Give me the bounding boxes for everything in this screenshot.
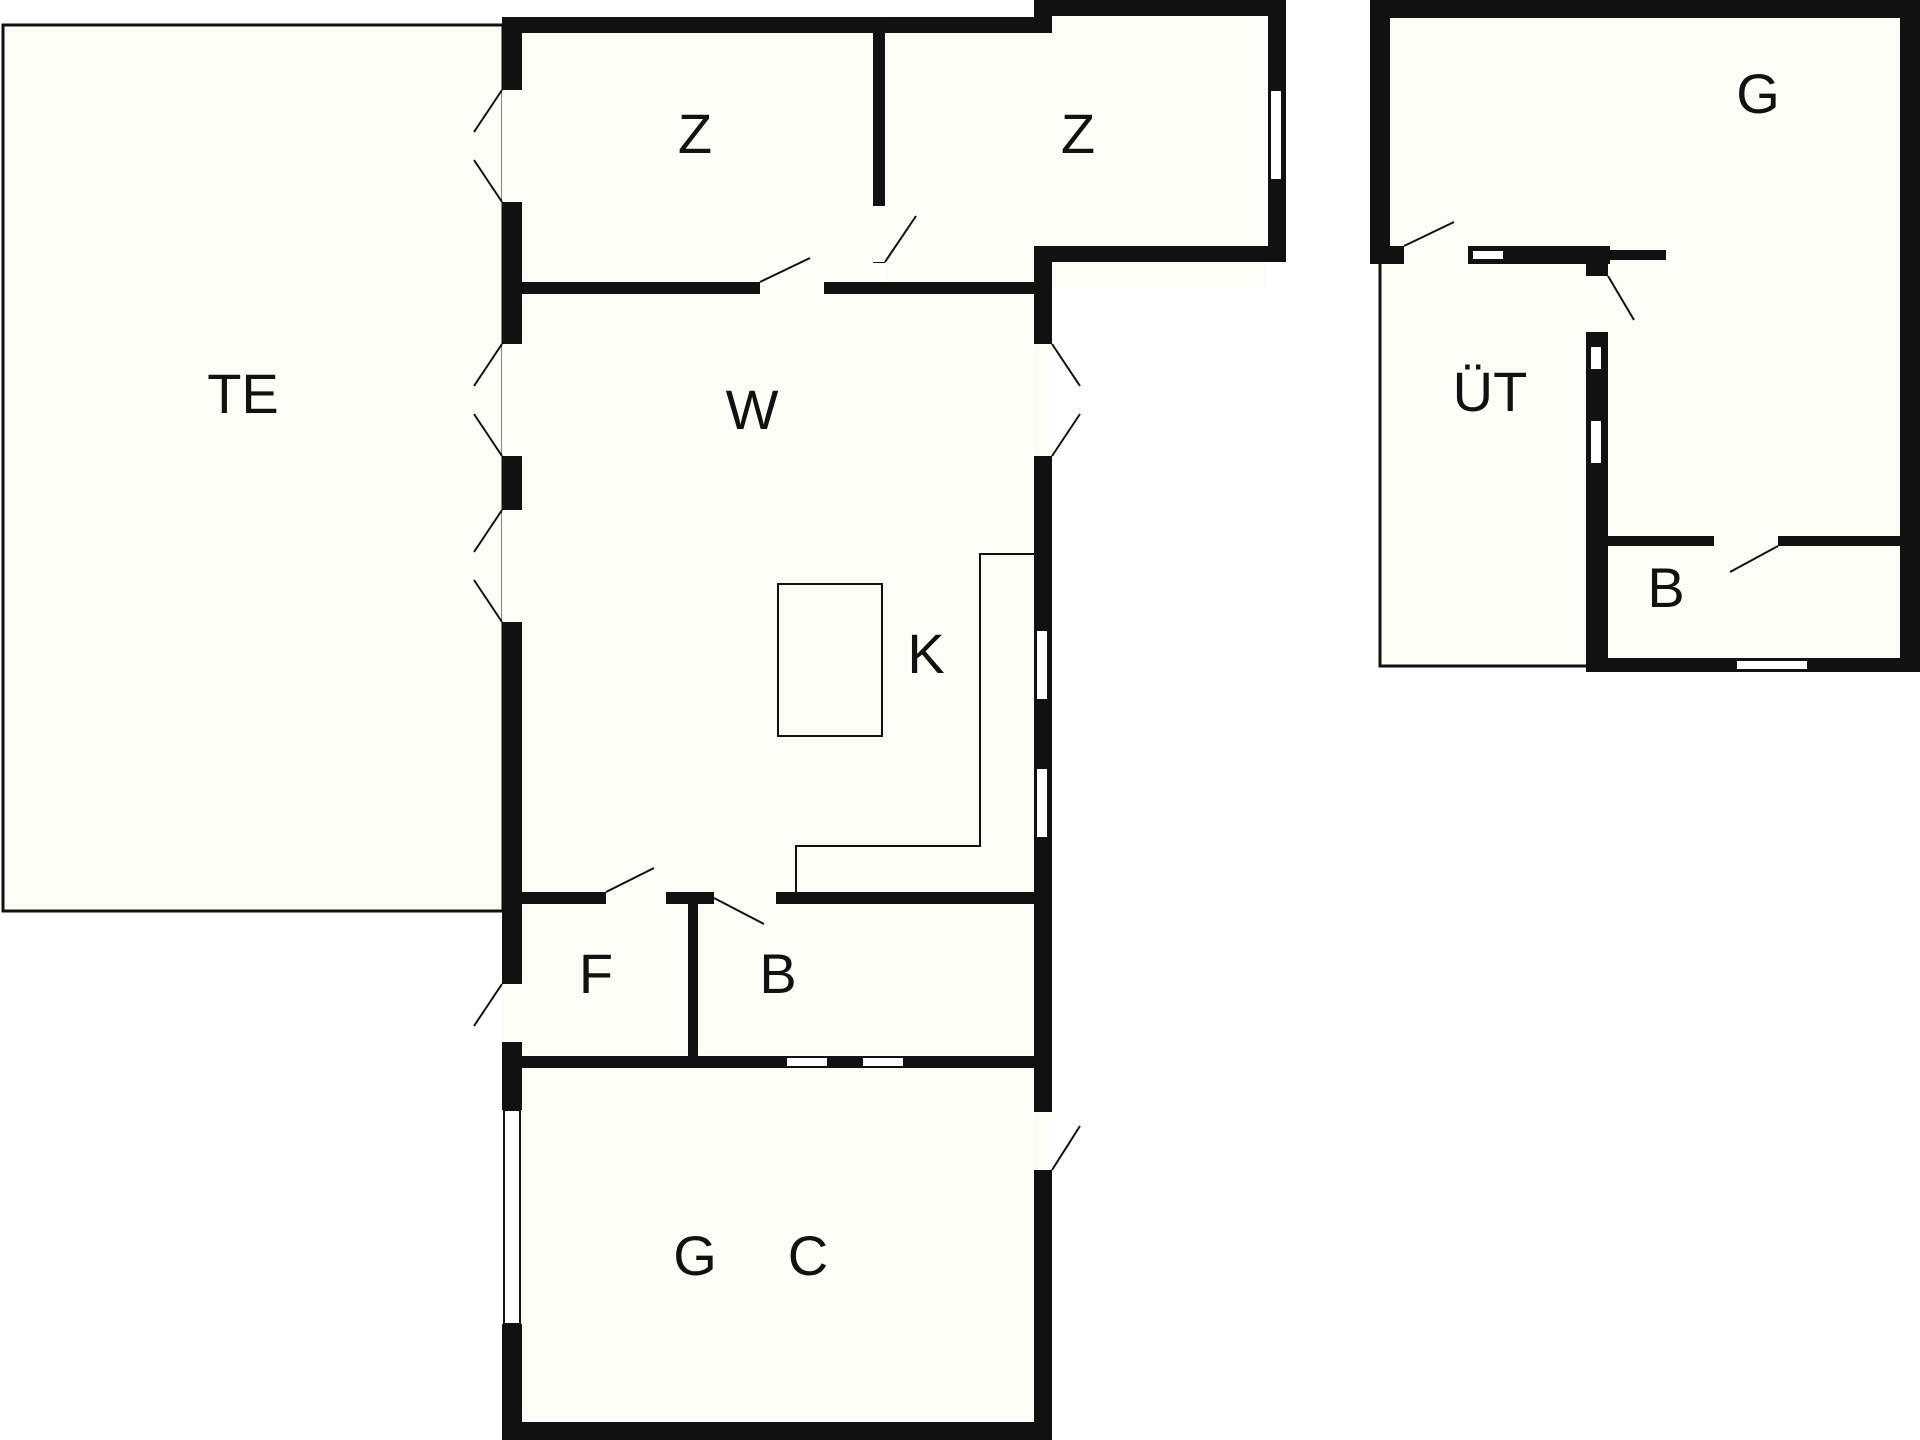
door-swing (605, 867, 655, 893)
door-swings (473, 89, 1081, 1171)
door-swing (713, 897, 765, 925)
door-swing (884, 215, 917, 263)
window (1735, 659, 1809, 671)
kitchen-counter (795, 553, 1034, 894)
window (503, 1109, 521, 1325)
room-label-bath: B (759, 942, 796, 1005)
room-label-hallway: F (579, 942, 613, 1005)
door-swing (473, 579, 503, 623)
door-swing (1051, 1125, 1081, 1171)
door-swing (473, 983, 503, 1027)
room-label-terrace: TE (207, 362, 279, 425)
room-left-floor (522, 30, 880, 288)
window (1035, 629, 1049, 701)
window (1471, 249, 1505, 261)
room-label-kitchen: K (907, 622, 944, 685)
door-swing (1729, 545, 1779, 573)
door-swing (1051, 413, 1081, 457)
room-label-outbuilding-bath: B (1647, 556, 1684, 619)
door-swing (1051, 343, 1081, 387)
room-label-outbuilding-main: G (1736, 62, 1780, 125)
door-swing (473, 343, 503, 387)
window (1269, 89, 1283, 181)
window (1035, 767, 1049, 839)
room-label-room-right: Z (1061, 102, 1095, 165)
terrace-floor (2, 24, 504, 910)
door-swing (759, 257, 811, 283)
window (785, 1056, 829, 1068)
door-swing (473, 413, 503, 457)
window (1589, 419, 1603, 465)
window (861, 1056, 905, 1068)
window (1589, 345, 1603, 371)
room-label-outbuilding-utility: ÜT (1453, 360, 1528, 423)
room-floors (2, 16, 1900, 1418)
door-swing (473, 159, 503, 203)
garage-floor (522, 1068, 1032, 1418)
door-swing (473, 89, 503, 133)
door-swing (1403, 221, 1455, 247)
room-right-floor (886, 16, 1266, 288)
door-swing (473, 509, 503, 553)
windows (503, 89, 1283, 1325)
hallway-floor (522, 904, 688, 1054)
room-labels: TE Z Z W K F B G C G ÜT B (207, 62, 1780, 1287)
outbuilding-openings (1403, 221, 1809, 671)
room-label-living: W (726, 378, 779, 441)
door-swing (1607, 275, 1635, 321)
kitchen-fixtures (777, 553, 1034, 894)
room-label-garage-left: G (673, 1224, 717, 1287)
outbuilding-utility-floor (1380, 264, 1586, 666)
outbuilding-bath-floor (1608, 546, 1900, 658)
kitchen-island (777, 583, 883, 737)
bath-floor (698, 904, 1032, 1054)
room-label-room-left: Z (678, 102, 712, 165)
room-label-garage-right: C (788, 1224, 828, 1287)
